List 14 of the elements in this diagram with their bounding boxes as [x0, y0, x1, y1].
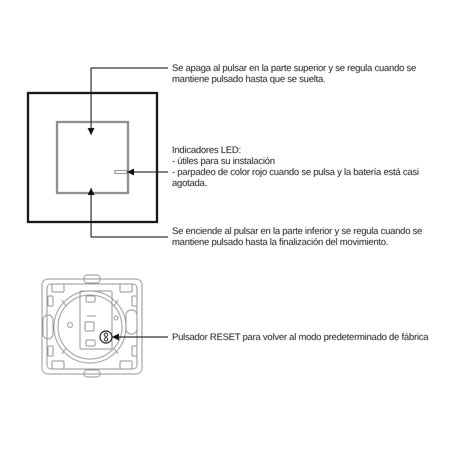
- callout-text: Se enciende al pulsar en la parte inferior y se regula cuando se mantiene pulsado hasta la finalización del movimiento.: [172, 226, 424, 248]
- leader-arrow: [88, 68, 168, 136]
- leader-arrow: [126, 168, 168, 176]
- callout-text: Se apaga al pulsar en la parte superior y se regula cuando se mantiene pulsado hasta que se suelta.: [172, 62, 418, 84]
- reset-button: [99, 330, 113, 344]
- switch-plate: [26, 92, 158, 224]
- callout-text: Pulsador RESET para volver al modo predeterminado de fábrica: [172, 332, 428, 342]
- bullet-item: - útiles para su instalación: [172, 156, 275, 166]
- leader-arrow: [88, 188, 168, 238]
- bullet-item: - parpadeo de color rojo cuando se pulsa y la batería está casi agotada.: [172, 166, 420, 188]
- rocker-key: [56, 120, 130, 194]
- led-indicator: [114, 170, 128, 174]
- leader-arrow: [112, 334, 168, 340]
- callout-heading: Indicadores LED:: [172, 144, 241, 156]
